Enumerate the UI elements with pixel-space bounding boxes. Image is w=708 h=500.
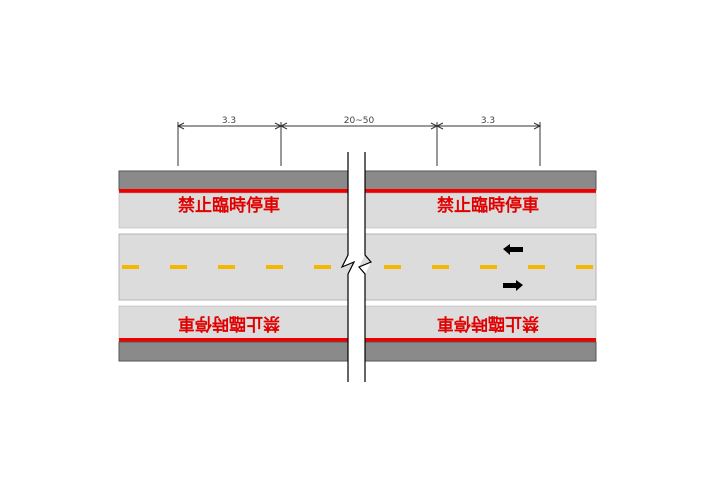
dimension-annotations <box>176 122 542 166</box>
center-dash <box>170 265 187 269</box>
no-stopping-marking-top-right: 禁止臨時停車 <box>437 195 539 216</box>
center-dash <box>528 265 545 269</box>
center-dashed-line <box>122 265 593 269</box>
center-dash <box>576 265 593 269</box>
arrow-right-icon <box>503 280 523 291</box>
right-lane-width-label: 3.3 <box>481 116 495 126</box>
center-dash <box>218 265 235 269</box>
break-line-left <box>340 152 356 382</box>
median-gap-label: 20~50 <box>344 116 375 126</box>
no-stopping-marking-bottom-right: 禁止臨時停車 <box>437 313 539 334</box>
center-dash <box>122 265 139 269</box>
dim-arrowhead <box>279 122 288 130</box>
break-line-right <box>358 152 372 382</box>
left-lane-width-label: 3.3 <box>222 116 236 126</box>
center-dash <box>432 265 449 269</box>
center-dash <box>480 265 497 269</box>
no-stopping-marking-bottom-left: 禁止臨時停車 <box>178 313 280 334</box>
center-dash <box>384 265 401 269</box>
center-dash <box>314 265 331 269</box>
dim-arrowhead <box>176 122 185 130</box>
no-stopping-marking-top-left: 禁止臨時停車 <box>178 195 280 216</box>
break-gap <box>342 152 371 382</box>
center-dash <box>266 265 283 269</box>
dim-arrowhead <box>533 122 542 130</box>
dim-arrowhead <box>435 122 444 130</box>
arrow-left-icon <box>503 244 523 255</box>
